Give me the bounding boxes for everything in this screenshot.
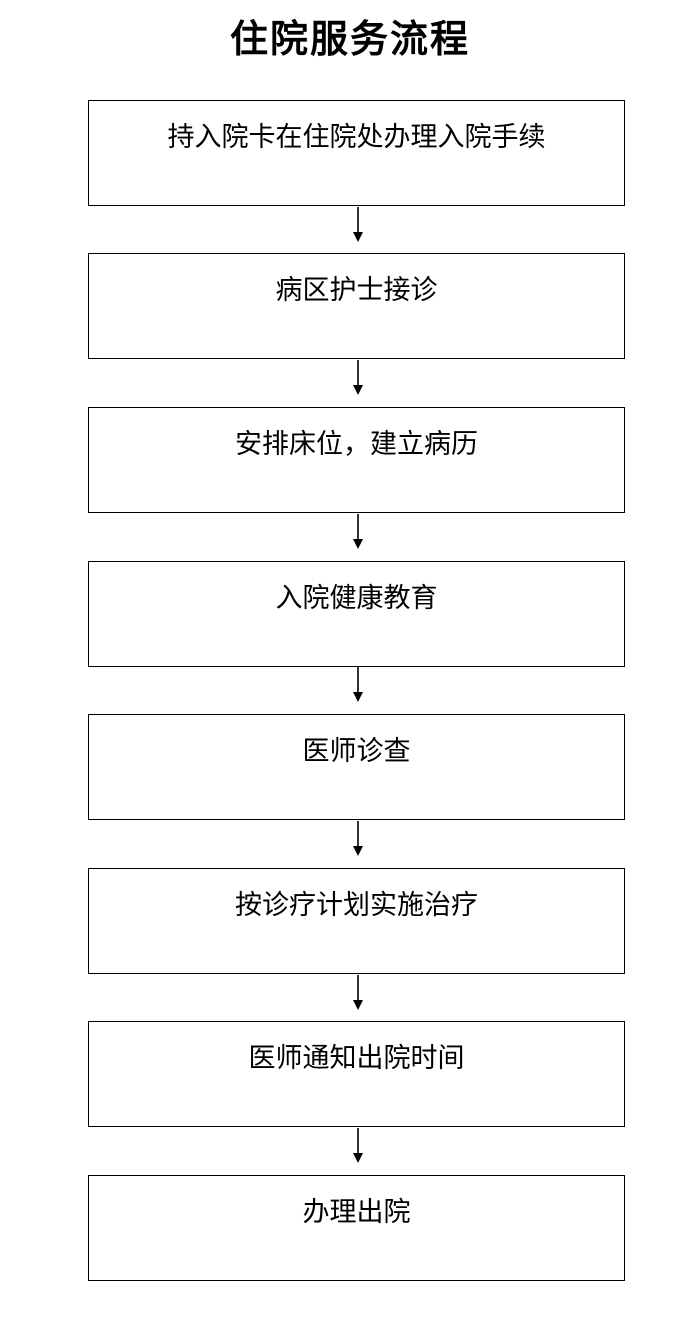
- flow-step-label: 办理出院: [302, 1197, 411, 1228]
- flow-step: 按诊疗计划实施治疗: [88, 868, 625, 974]
- flow-step-label: 病区护士接诊: [275, 275, 438, 306]
- flow-step: 持入院卡在住院处办理入院手续: [88, 100, 625, 206]
- down-arrow-icon: [351, 821, 365, 857]
- flow-step-label: 入院健康教育: [275, 583, 438, 614]
- down-arrow-icon: [351, 514, 365, 550]
- flow-step: 医师诊查: [88, 714, 625, 820]
- down-arrow-icon: [351, 360, 365, 396]
- down-arrow-icon: [351, 207, 365, 243]
- flow-step-label: 安排床位，建立病历: [235, 429, 478, 460]
- flow-step-label: 持入院卡在住院处办理入院手续: [167, 122, 546, 153]
- down-arrow-icon: [351, 1128, 365, 1164]
- flow-step-label: 按诊疗计划实施治疗: [235, 890, 478, 921]
- page-title: 住院服务流程: [229, 16, 470, 61]
- flow-step: 办理出院: [88, 1175, 625, 1281]
- flow-step: 入院健康教育: [88, 561, 625, 667]
- flow-step-label: 医师诊查: [302, 736, 411, 767]
- down-arrow-icon: [351, 975, 365, 1011]
- flow-step: 病区护士接诊: [88, 253, 625, 359]
- flow-step-label: 医师通知出院时间: [248, 1043, 465, 1074]
- flow-step: 安排床位，建立病历: [88, 407, 625, 513]
- flow-step: 医师通知出院时间: [88, 1021, 625, 1127]
- down-arrow-icon: [351, 667, 365, 703]
